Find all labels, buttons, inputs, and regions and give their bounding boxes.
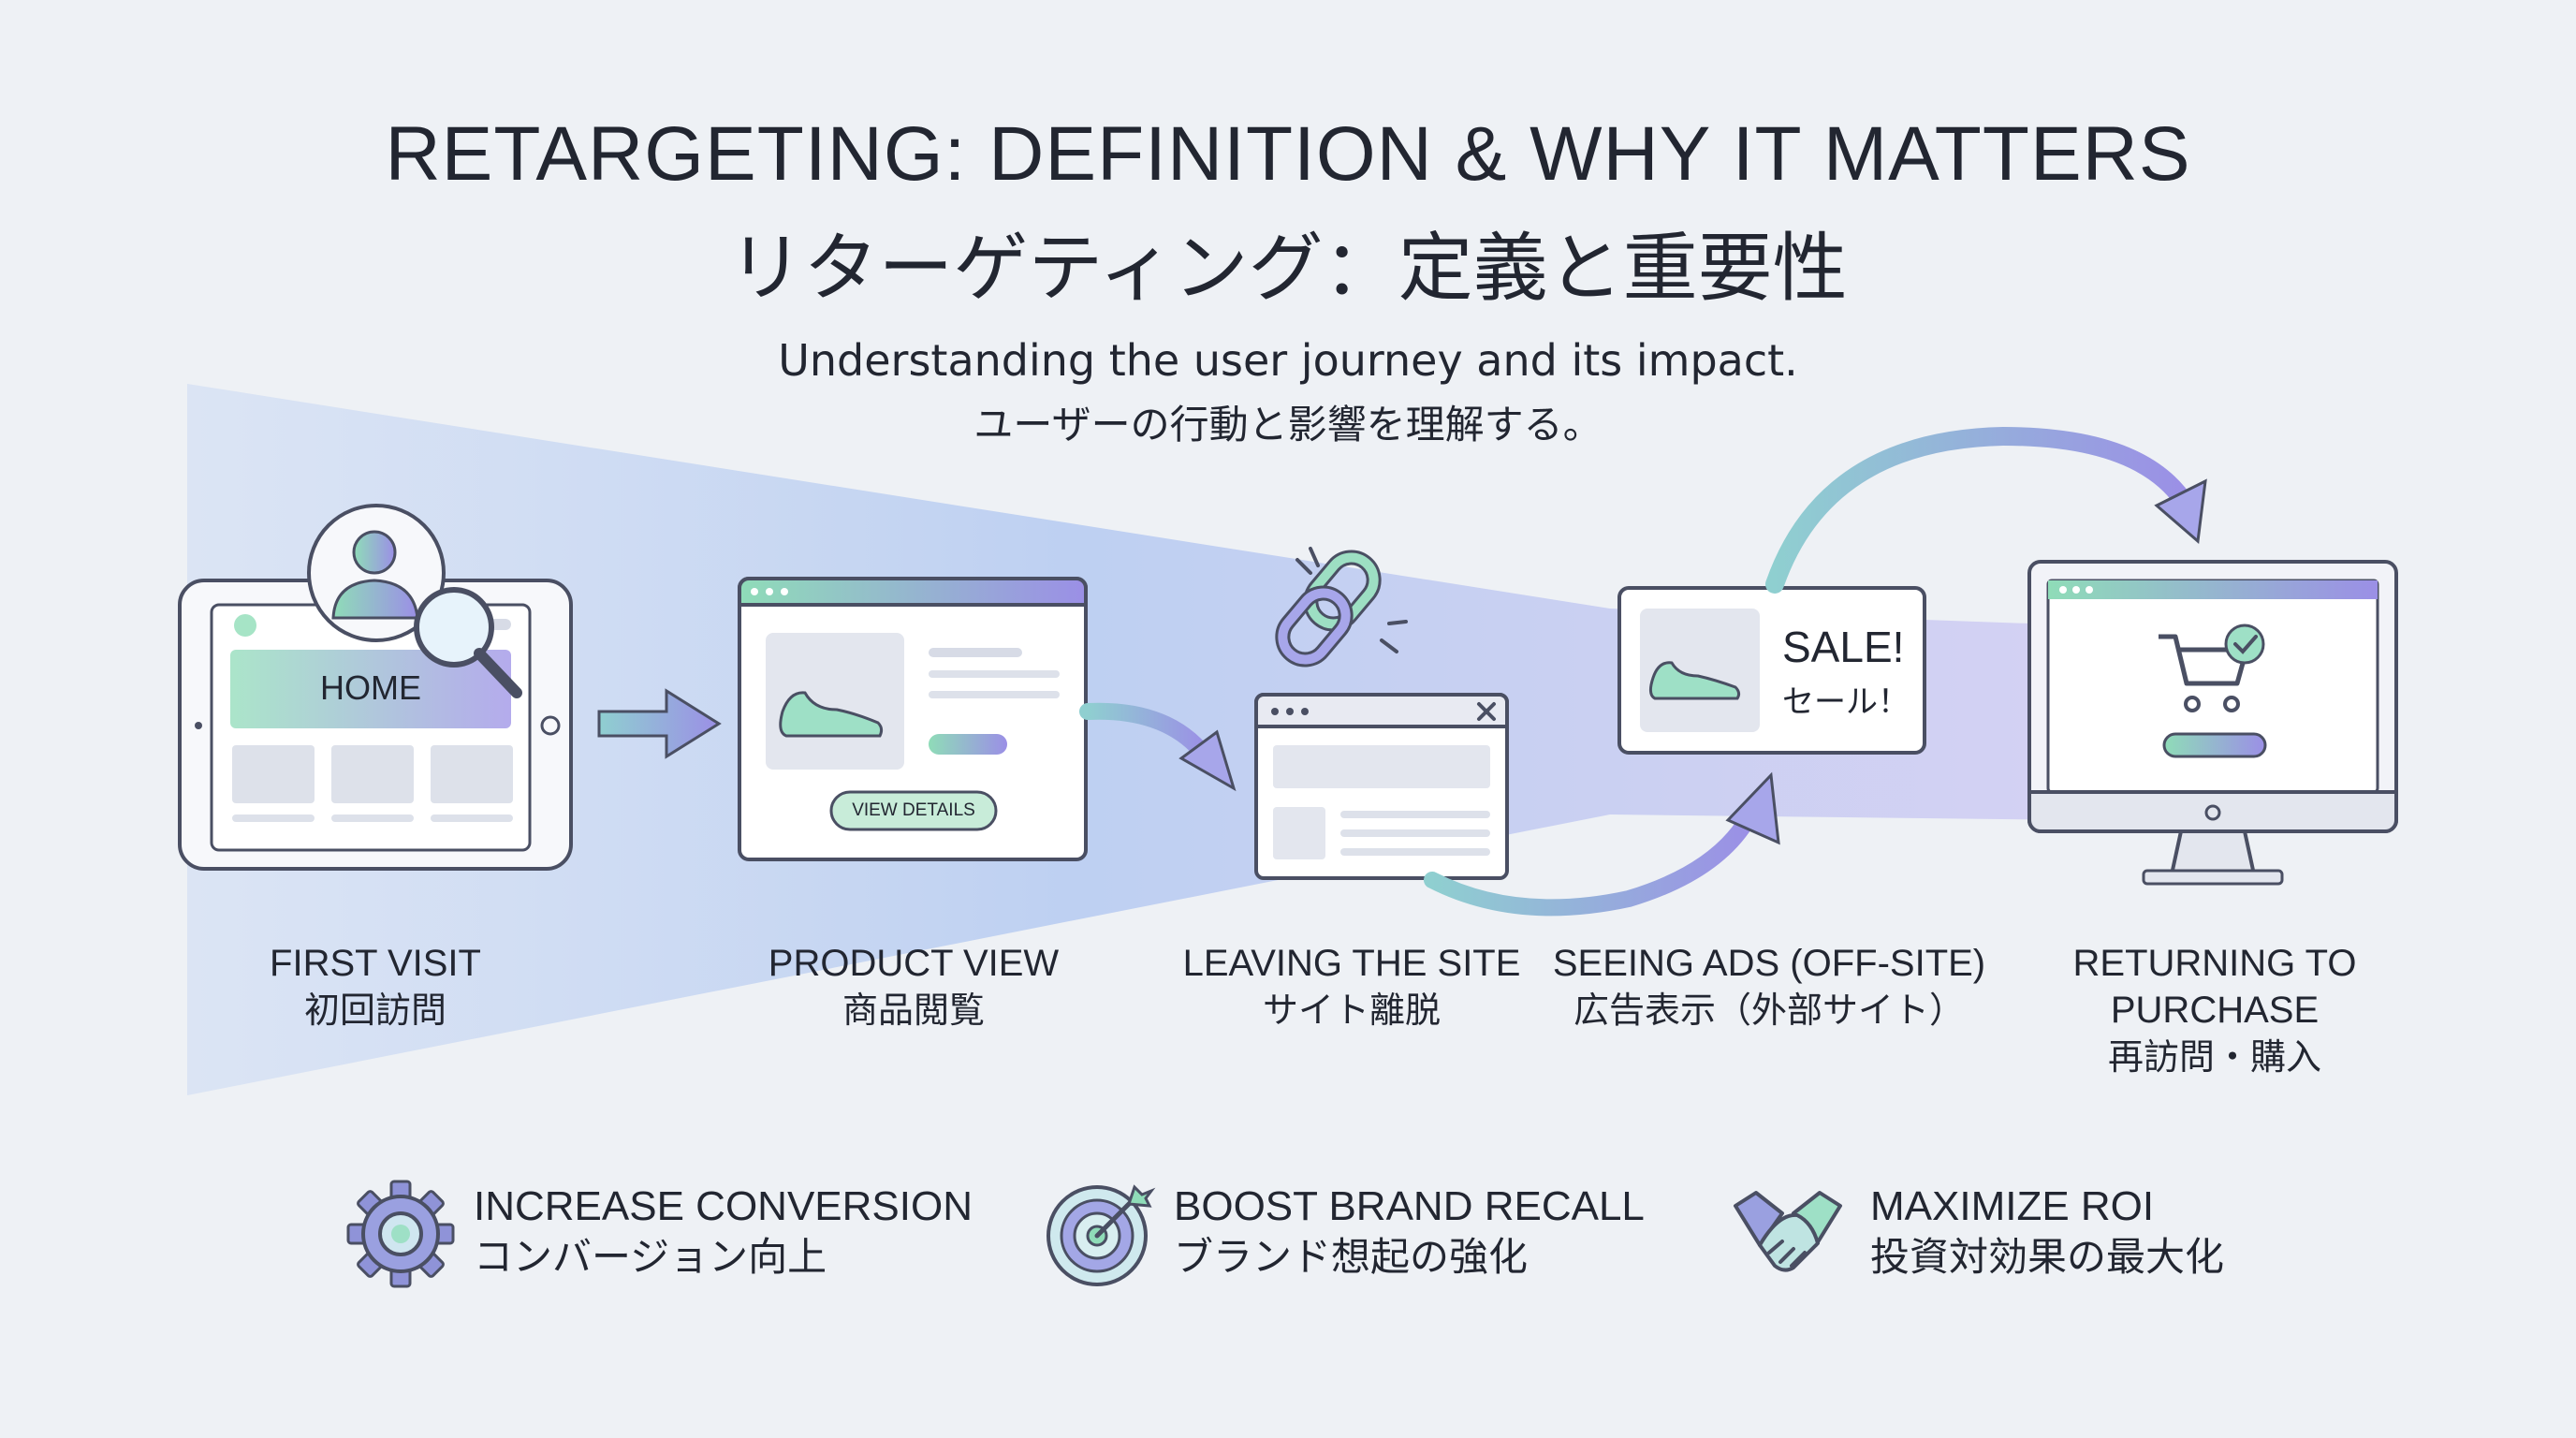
benefit-title-jp: ブランド想起の強化 xyxy=(1174,1234,1529,1280)
step-title: FIRST VISIT xyxy=(270,943,481,984)
ad-card xyxy=(1617,586,1926,755)
ad-sale-text-jp: セール！ xyxy=(1782,683,1910,721)
step-title-jp: 商品閲覧 xyxy=(842,990,985,1031)
benefit-increase-conversion: INCREASE CONVERSION コンバージョン向上 xyxy=(474,1181,973,1283)
leaving-window xyxy=(1254,693,1509,880)
ad-sale-text: SALE! xyxy=(1782,623,1905,671)
step-label-first-visit: FIRST VISIT 初回訪問 xyxy=(132,940,619,1034)
page-title-jp: リターゲティング：定義と重要性 xyxy=(728,225,1848,312)
desktop-monitor xyxy=(2027,560,2398,886)
step-label-returning: RETURNING TO PURCHASE 再訪問・購入 xyxy=(1971,940,2458,1080)
home-screen-label: HOME xyxy=(320,668,421,707)
gear-icon xyxy=(346,1180,455,1288)
product-window xyxy=(738,577,1088,861)
close-icon xyxy=(1477,702,1496,721)
sneaker-icon xyxy=(779,691,884,738)
step-label-seeing-ads: SEEING ADS (OFF-SITE) 広告表示（外部サイト） xyxy=(1526,940,2012,1034)
step-label-product-view: PRODUCT VIEW 商品閲覧 xyxy=(670,940,1157,1034)
benefit-title: INCREASE CONVERSION xyxy=(474,1183,973,1229)
handshake-icon xyxy=(1734,1191,1842,1272)
step-title: PRODUCT VIEW xyxy=(768,943,1060,984)
step-title-jp: サイト離脱 xyxy=(1262,990,1441,1031)
arrow-right-icon xyxy=(597,688,722,759)
benefit-maximize-roi: MAXIMIZE ROI 投資対効果の最大化 xyxy=(1870,1181,2224,1283)
benefit-boost-brand-recall: BOOST BRAND RECALL ブランド想起の強化 xyxy=(1174,1181,1645,1283)
target-icon xyxy=(1046,1184,1156,1286)
step-title-jp: 広告表示（外部サイト） xyxy=(1573,990,1965,1031)
page-subtitle-jp: ユーザーの行動と影響を理解する。 xyxy=(973,402,1603,448)
step-title-jp: 再訪問・購入 xyxy=(2107,1036,2321,1078)
return-arrow-icon xyxy=(1765,426,2196,594)
broken-link-icon xyxy=(1275,547,1408,668)
benefit-title: MAXIMIZE ROI xyxy=(1870,1183,2155,1229)
page-title: RETARGETING: DEFINITION & WHY IT MATTERS xyxy=(385,111,2191,197)
benefit-title-jp: 投資対効果の最大化 xyxy=(1870,1234,2225,1280)
benefit-title-jp: コンバージョン向上 xyxy=(474,1234,827,1280)
step-title: LEAVING THE SITE xyxy=(1182,943,1521,984)
step-title-jp: 初回訪問 xyxy=(303,990,446,1031)
check-icon xyxy=(2224,624,2265,665)
step-title: RETURNING TO PURCHASE xyxy=(2072,943,2357,1031)
step-label-leaving-site: LEAVING THE SITE サイト離脱 xyxy=(1108,940,1595,1034)
view-details-button[interactable]: VIEW DETAILS xyxy=(852,800,975,820)
page-subtitle: Understanding the user journey and its i… xyxy=(778,335,1798,386)
step-title: SEEING ADS (OFF-SITE) xyxy=(1552,943,1986,984)
benefit-title: BOOST BRAND RECALL xyxy=(1174,1183,1645,1229)
user-search-icon xyxy=(307,504,522,698)
